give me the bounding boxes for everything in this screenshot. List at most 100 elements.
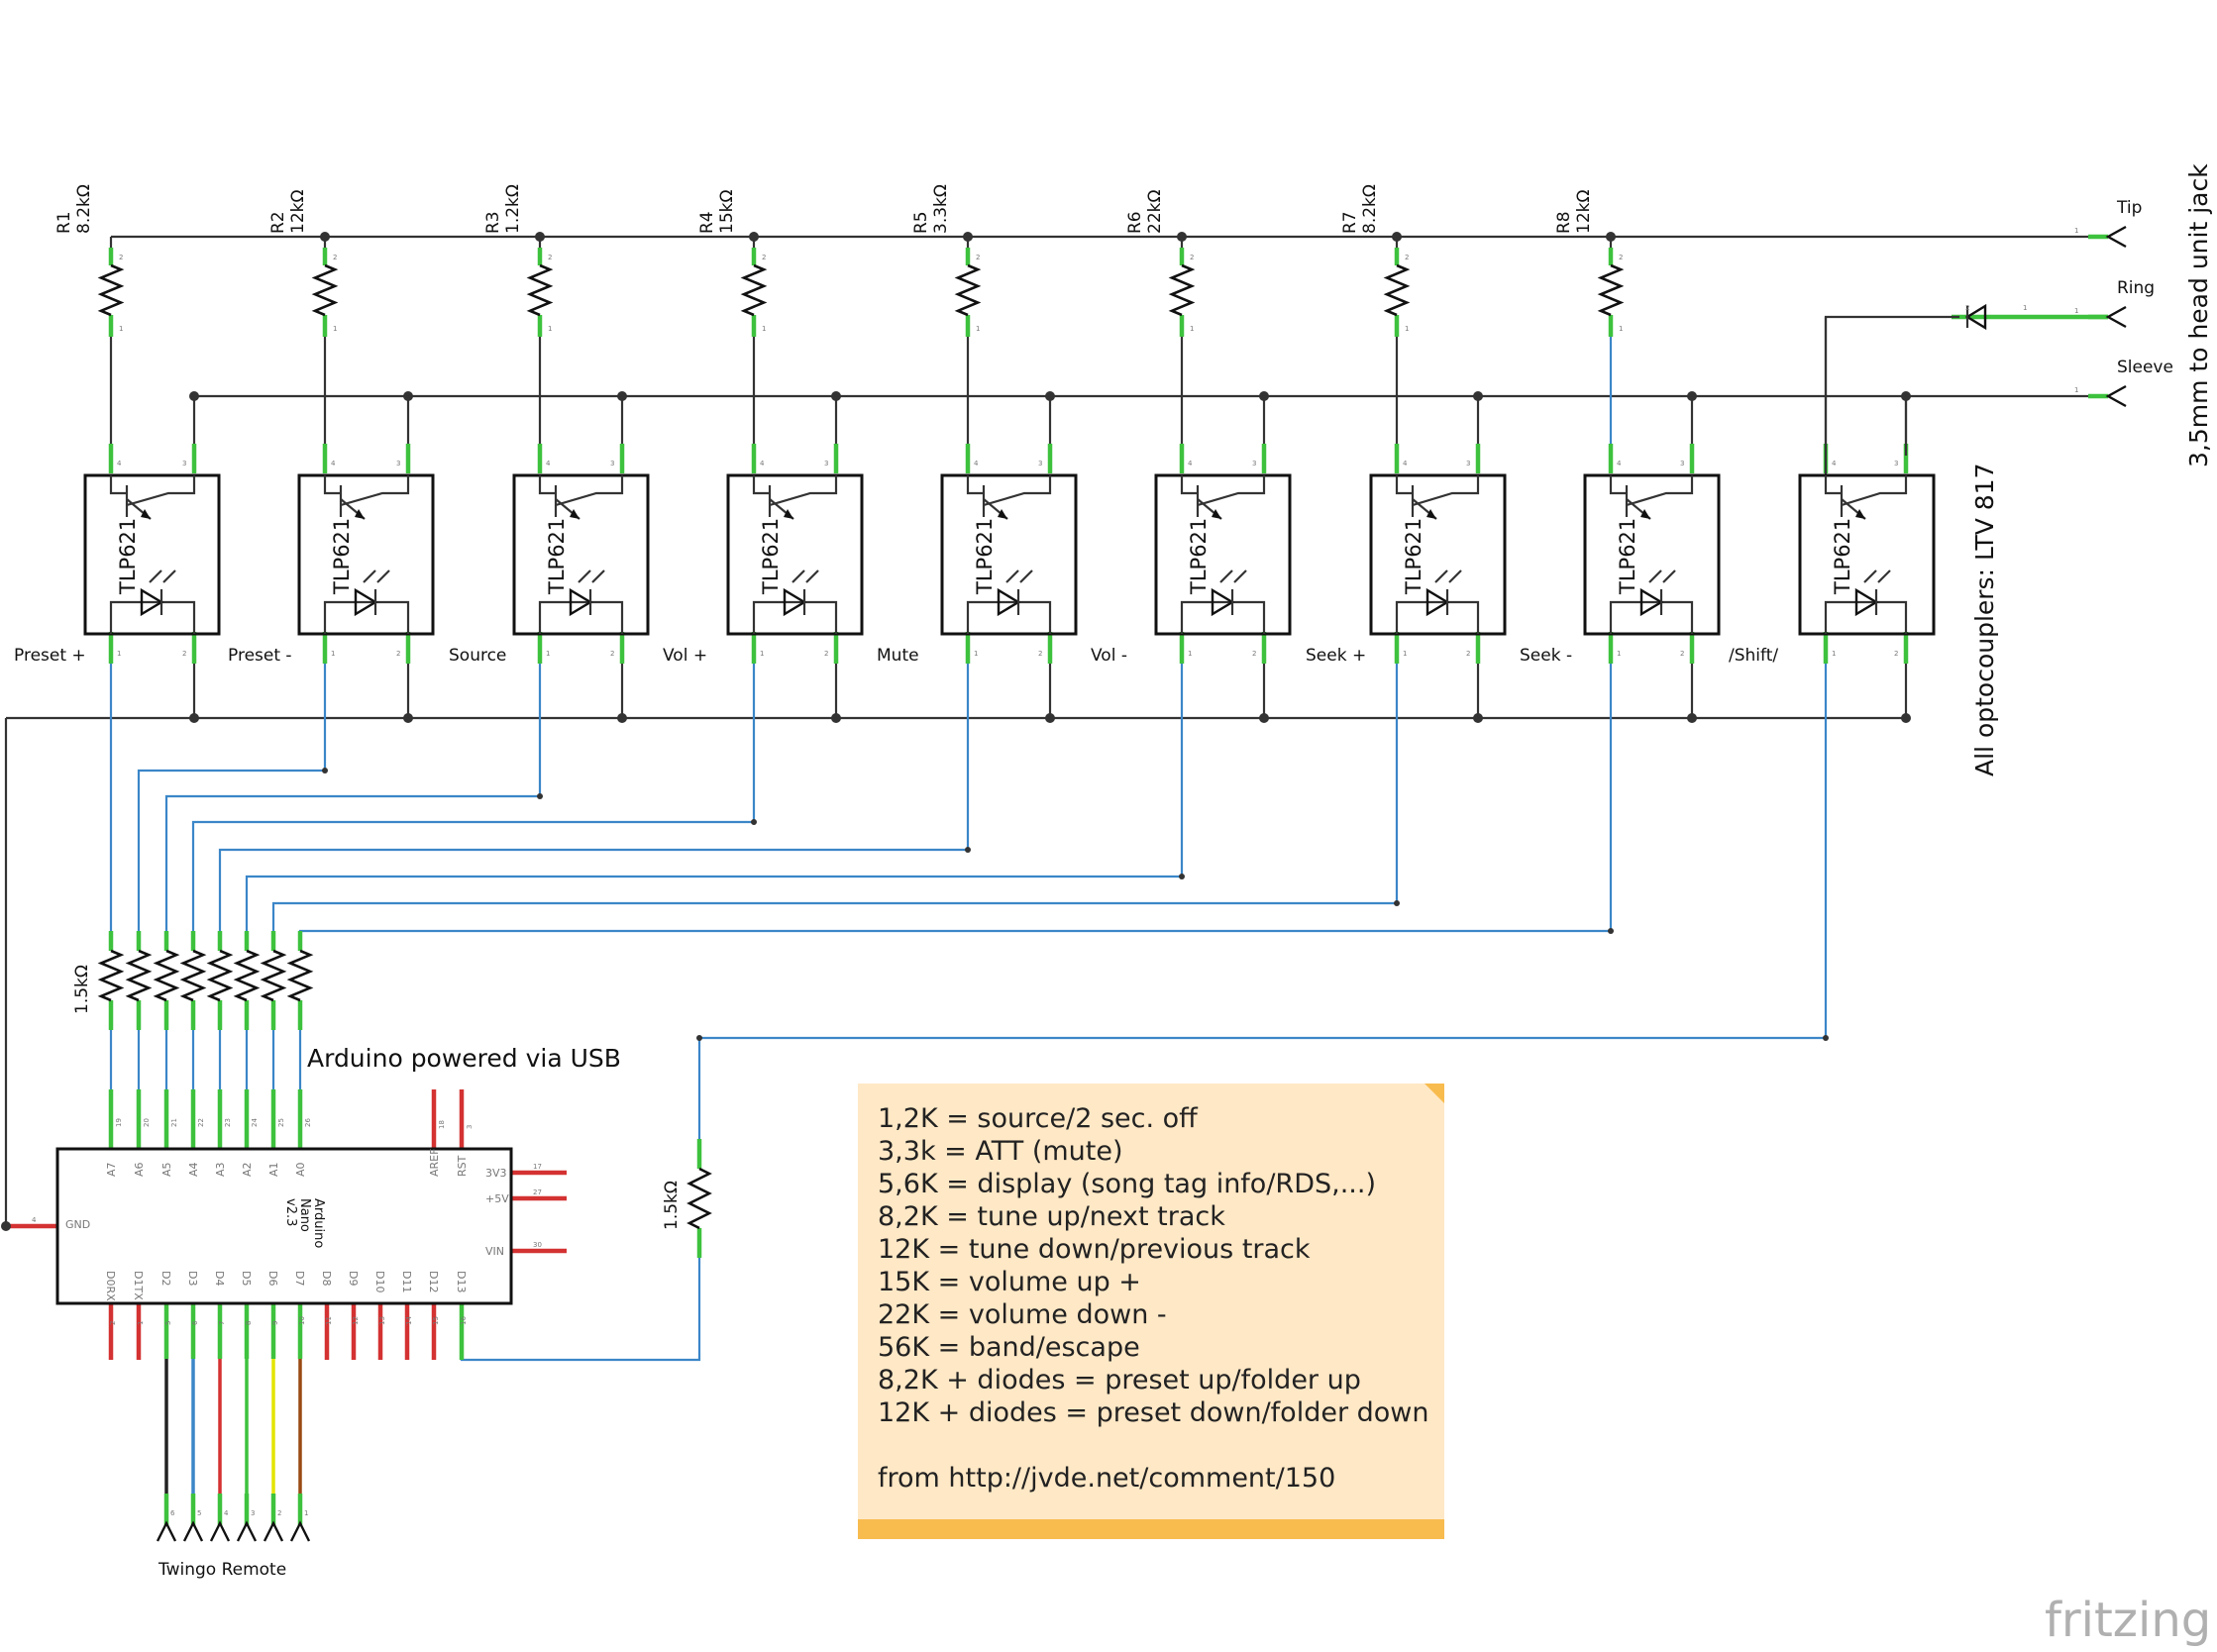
shift-junction-dot — [1823, 1035, 1829, 1041]
pin-number: 1 — [119, 325, 123, 333]
resistor-value-6: 22kΩ — [1145, 190, 1165, 234]
sleeve-junction-dot — [617, 391, 627, 401]
pin-number: 1 — [760, 650, 764, 658]
cathode-lead — [796, 600, 838, 634]
pin-number: 20 — [143, 1118, 151, 1127]
note-line-6: 15K = volume up + — [878, 1267, 1141, 1297]
emitter-arrow — [1212, 509, 1221, 519]
signal-junction-dot — [1394, 900, 1400, 906]
remote-connector — [263, 1520, 284, 1542]
note-line-1: 1,2K = source/2 sec. off — [878, 1103, 1199, 1134]
cathode-lead — [1868, 600, 1908, 634]
pin-number: 30 — [533, 1241, 542, 1249]
remote-connector — [289, 1520, 311, 1542]
optocoupler-part: TLP621 — [1187, 518, 1211, 595]
emitter-arrow — [784, 509, 793, 519]
arduino-pin-name: D7 — [293, 1271, 306, 1286]
optocoupler-part: TLP621 — [1402, 518, 1425, 595]
led-symbol — [140, 587, 164, 617]
tip-junction-dot — [1392, 232, 1402, 242]
signal-junction-dot — [322, 768, 328, 774]
tip-junction-dot — [320, 232, 330, 242]
arduino-pin-name: A5 — [160, 1162, 173, 1177]
pin-number: 11 — [325, 1316, 333, 1325]
pin-number: 16 — [460, 1316, 468, 1325]
anode-lead — [1609, 600, 1653, 634]
pin-number: 1 — [2023, 304, 2027, 312]
emitter-lead — [1412, 475, 1480, 507]
led-ray — [1648, 569, 1662, 583]
signal-wire — [191, 664, 756, 941]
arduino-pin-name: D3 — [186, 1271, 199, 1286]
signal-junction-dot — [751, 819, 757, 825]
emitter-arrow — [355, 509, 365, 519]
optocoupler-5 — [940, 473, 1078, 636]
emitter-lead — [769, 475, 838, 507]
pin-number: 2 — [277, 1509, 281, 1517]
emitter-arrow — [141, 509, 151, 519]
pin-number: 12 — [352, 1316, 360, 1325]
pulldown-resistor — [233, 949, 261, 1002]
note-line-2: 3,3k = ATT (mute) — [878, 1136, 1123, 1167]
emitter-arrow — [1640, 509, 1650, 519]
note-line-9: 8,2K + diodes = preset up/folder up — [878, 1365, 1361, 1395]
led-ray — [1219, 569, 1233, 583]
pin-number: 3 — [251, 1509, 255, 1517]
pin-number: 9 — [271, 1321, 279, 1325]
note-line-10: 12K + diodes = preset down/folder down — [878, 1397, 1428, 1428]
anode-lead — [323, 600, 368, 634]
resistor-value-7: 8.2kΩ — [1360, 184, 1380, 234]
led-ray — [1448, 569, 1462, 583]
shift-junction-dot — [696, 1035, 702, 1041]
return-junction-dot — [189, 713, 199, 723]
pin-number: 3 — [824, 460, 828, 467]
emitter-lead — [1626, 475, 1694, 507]
signal-junction-dot — [1179, 874, 1185, 879]
resistor-ref-4: R4 — [697, 211, 717, 234]
input-label-2: Preset - — [228, 646, 292, 666]
input-label-1: Preset + — [14, 646, 86, 666]
sticky-note-band — [858, 1519, 1444, 1539]
pin-number: 3 — [466, 1125, 474, 1129]
anode-lead — [1824, 600, 1868, 634]
led-ray — [162, 569, 176, 583]
resistor-ref-5: R5 — [911, 211, 931, 234]
pin-number: 1 — [546, 650, 550, 658]
collector-lead — [1180, 475, 1198, 495]
led-symbol — [569, 587, 593, 617]
arduino-pin-name: A2 — [241, 1162, 254, 1177]
signal-junction-dot — [965, 847, 971, 853]
brand-logo: fritzing — [2045, 1593, 2211, 1648]
led-ray — [149, 569, 162, 583]
cathode-lead — [368, 600, 410, 634]
pin-number: 1 — [1617, 650, 1621, 658]
collector-lead — [538, 475, 556, 495]
led-ray — [792, 569, 805, 583]
resistor-ref-1: R1 — [54, 211, 74, 234]
cathode-lead — [582, 600, 624, 634]
pin-number: 3 — [396, 460, 400, 467]
tip-junction-dot — [535, 232, 545, 242]
sticky-note-corner — [1425, 1084, 1444, 1103]
arduino-pin-name: A1 — [267, 1162, 280, 1177]
signal-junction-dot — [1608, 928, 1614, 934]
pin-number: 26 — [304, 1118, 312, 1127]
pin-number: 2 — [824, 650, 828, 658]
jack-label-ring: Ring — [2117, 278, 2155, 298]
resistor-value-5: 3.3kΩ — [931, 184, 951, 234]
pin-number: 4 — [1832, 460, 1837, 467]
input-label-3: Source — [449, 646, 506, 666]
pin-number: 2 — [333, 254, 337, 261]
collector-lead — [109, 475, 127, 495]
input-label-9: /Shift/ — [1729, 646, 1778, 666]
collector-lead — [323, 475, 341, 495]
led-ray — [1863, 569, 1877, 583]
emitter-lead — [983, 475, 1052, 507]
optocoupler-4 — [726, 473, 864, 636]
pin-number: 3 — [1038, 460, 1042, 467]
pulldown-resistor — [179, 949, 207, 1002]
pin-number: 6 — [170, 1509, 175, 1517]
jack-label-sleeve: Sleeve — [2117, 358, 2173, 377]
shift-resistor-value: 1.5kΩ — [662, 1181, 682, 1230]
anode-lead — [538, 600, 582, 634]
